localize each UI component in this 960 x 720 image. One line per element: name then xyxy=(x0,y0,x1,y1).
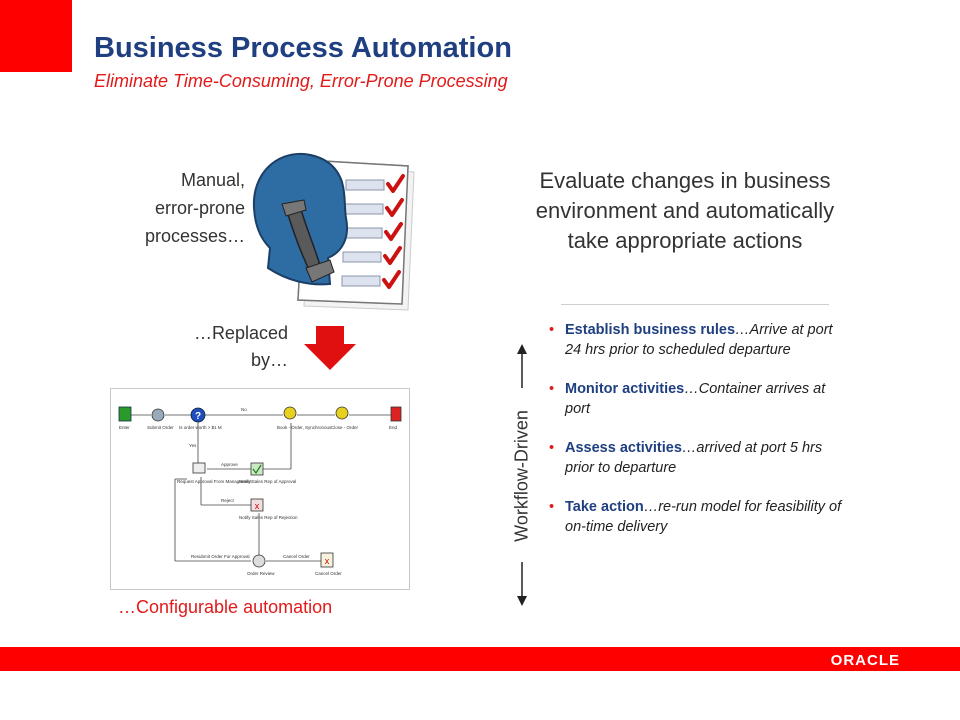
workflow-driven-label: Workflow-Driven xyxy=(511,410,532,542)
diagram-label: Resubmit Order For Approval xyxy=(191,554,250,559)
workflow-diagram-canvas: ? x x Enter Submit Orde xyxy=(118,406,402,576)
diagram-label: Book - Order, Synchronous xyxy=(277,425,332,430)
diagram-label: Order Review xyxy=(247,571,275,576)
manual-line: Manual, xyxy=(180,170,245,190)
bullet-italic: …Arrive at port 24 hrs prior to schedule… xyxy=(565,322,833,358)
oracle-logo: ORACLE xyxy=(830,652,900,669)
bullet-bold: Assess activities xyxy=(565,440,682,456)
request-node-icon xyxy=(192,462,206,474)
diagram-label: Notify Sales Rep of Rejection xyxy=(239,515,298,520)
bullet-bold: Take action xyxy=(565,499,644,515)
divider-line xyxy=(561,304,829,305)
bullet-italic: …Container arrives at port xyxy=(565,381,826,417)
diagram-label: Cancel Order xyxy=(315,571,342,576)
bullet-italic: …arrived at port 5 hrs prior to departur… xyxy=(565,440,823,476)
bullet-bold: Establish business rules xyxy=(565,322,736,338)
diagram-label: No xyxy=(241,407,247,412)
replaced-line: …Replaced xyxy=(193,323,288,343)
action-bullet-list: • Establish business rules…Arrive at por… xyxy=(545,320,845,556)
end-node-icon xyxy=(390,406,402,422)
down-arrow-icon xyxy=(304,326,356,370)
replaced-by-text: …Replaced by… xyxy=(120,320,288,374)
diagram-label: Cancel Order xyxy=(283,554,310,559)
enter-node-icon xyxy=(118,406,132,422)
bullet-dot-icon: • xyxy=(549,381,555,397)
bullet-dot-icon: • xyxy=(549,440,555,456)
notify-rejection-node-icon: x xyxy=(250,498,264,512)
submit-node-icon xyxy=(151,408,165,422)
manual-line: error-prone xyxy=(154,198,245,218)
evaluate-heading: Evaluate changes in business environment… xyxy=(535,168,835,253)
diagram-label: Reject xyxy=(221,498,235,503)
svg-text:x: x xyxy=(325,556,330,566)
diagram-label: Request Approval From Management xyxy=(177,479,253,484)
red-corner-block xyxy=(0,0,72,72)
replaced-line: by… xyxy=(250,350,288,370)
bullet-bold: Monitor activities xyxy=(565,381,685,397)
diagram-label: Yes xyxy=(189,443,197,448)
bullet-item: • Monitor activities…Container arrives a… xyxy=(545,379,845,419)
bullet-italic: …re-run model for feasibility of on-time… xyxy=(565,499,842,535)
footer-bar xyxy=(0,647,960,671)
book-node-icon xyxy=(283,406,297,420)
workflow-diagram: ? x x Enter Submit Orde xyxy=(110,388,410,590)
bullet-item: • Establish business rules…Arrive at por… xyxy=(545,320,845,360)
bullet-item: • Assess activities…arrived at port 5 hr… xyxy=(545,438,845,478)
person-on-phone-icon xyxy=(252,152,348,286)
svg-text:x: x xyxy=(255,501,260,511)
order-review-node-icon xyxy=(252,554,266,568)
cancel-order-node-icon: x xyxy=(320,552,334,568)
slide-subtitle: Eliminate Time-Consuming, Error-Prone Pr… xyxy=(94,71,508,91)
bullet-item: • Take action…re-run model for feasibili… xyxy=(545,497,845,537)
manual-process-illustration xyxy=(252,152,415,311)
svg-text:?: ? xyxy=(195,411,201,422)
diagram-label: Notify Sales Rep of Approval xyxy=(239,479,296,484)
diagram-label: Submit Order xyxy=(147,425,174,430)
manual-line: processes… xyxy=(144,226,245,246)
notify-approval-node-icon xyxy=(250,462,264,476)
configurable-automation-label: …Configurable automation xyxy=(118,597,333,617)
close-node-icon xyxy=(335,406,349,420)
bullet-dot-icon: • xyxy=(549,322,555,338)
diagram-label: Enter xyxy=(119,425,130,430)
decision-node-icon: ? xyxy=(190,407,206,423)
bullet-dot-icon: • xyxy=(549,499,555,515)
diagram-label: Is order worth > $1 M xyxy=(179,425,222,430)
manual-processes-text: Manual, error-prone processes… xyxy=(104,166,245,250)
slide-title: Business Process Automation xyxy=(94,32,512,64)
diagram-label: Close - Order xyxy=(331,425,359,430)
diagram-label: End xyxy=(389,425,398,430)
workflow-arrow-icon xyxy=(517,344,527,606)
diagram-label: Approve xyxy=(221,462,238,467)
